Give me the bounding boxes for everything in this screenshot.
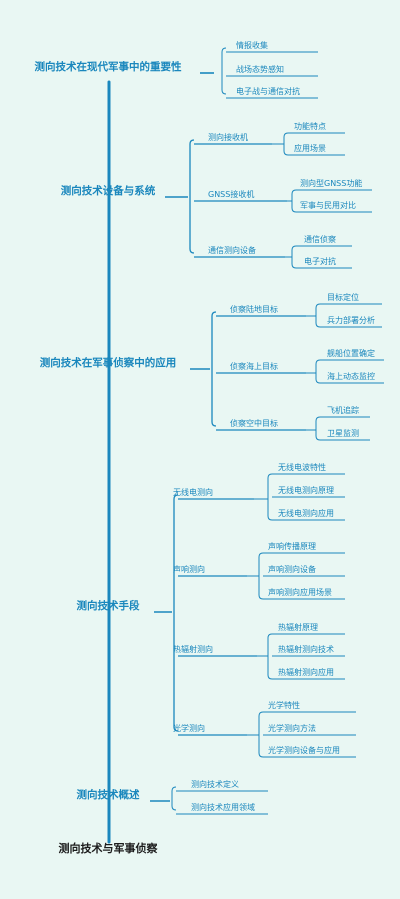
leaf-node: 军事与民用对比 <box>300 200 356 210</box>
leaf-node: 光学测向设备与应用 <box>268 745 340 755</box>
leaf-bracket-corner-top <box>315 303 321 309</box>
leaf-node: 热辐射原理 <box>278 622 318 632</box>
sub-topic: 侦察空中目标 <box>230 418 278 428</box>
leaf-node: 无线电测向应用 <box>278 508 334 518</box>
leaf-node: 无线电测向原理 <box>278 485 334 495</box>
sub-topic: 侦察陆地目标 <box>230 304 278 314</box>
sub-topic: 声响测向 <box>173 564 205 574</box>
main-topic-4: 测向技术手段 <box>77 599 140 612</box>
leaf-node: 声响测向设备 <box>268 564 316 574</box>
leaf-node: 应用场景 <box>294 143 326 153</box>
leaf-bracket-corner-bottom <box>315 435 321 441</box>
sub-bracket-3-corner-top <box>211 311 217 317</box>
sub-topic: 通信测向设备 <box>208 245 256 255</box>
sub-bracket-2-corner-bottom <box>189 248 195 254</box>
sub-topic: 光学测向 <box>173 723 205 733</box>
leaf-node: 测向型GNSS功能 <box>300 178 362 188</box>
leaf-bracket-corner-bottom <box>267 515 273 521</box>
main-topic-5: 测向技术概述 <box>77 788 140 801</box>
connector-lines <box>150 47 384 815</box>
leaf-node: 测向技术定义 <box>191 779 239 789</box>
leaf-bracket-corner-top <box>315 416 321 422</box>
main-topic-3: 测向技术在军事侦察中的应用 <box>40 356 177 369</box>
leaf-bracket-5-corner-bottom <box>171 805 177 811</box>
leaf-node: 声响传播原理 <box>268 541 316 551</box>
node-labels: 测向技术在现代军事中的重要性 情报收集战场态势感知电子战与通信对抗测向技术设备与系… <box>35 40 376 812</box>
leaf-bracket-corner-bottom <box>258 594 264 600</box>
leaf-bracket-5-corner-top <box>171 786 177 792</box>
main-topic-1: 测向技术在现代军事中的重要性 <box>35 60 182 73</box>
leaf-node: 海上动态监控 <box>327 371 375 381</box>
leaf-node: 目标定位 <box>327 292 359 302</box>
leaf-bracket-corner-top <box>258 552 264 558</box>
leaf-node: 测向技术应用领域 <box>191 802 255 812</box>
leaf-bracket-corner-top <box>267 633 273 639</box>
leaf-node: 热辐射测向技术 <box>278 644 334 654</box>
leaf-node: 舰船位置确定 <box>327 348 375 358</box>
leaf-node: 兵力部署分析 <box>327 315 375 325</box>
leaf-node: 光学测向方法 <box>268 723 316 733</box>
main-topic-2: 测向技术设备与系统 <box>61 184 156 197</box>
leaf-bracket-corner-bottom <box>315 322 321 328</box>
sub-topic: GNSS接收机 <box>208 189 254 199</box>
leaf-bracket-corner-top <box>267 473 273 479</box>
sub-bracket-3-corner-bottom <box>211 421 217 427</box>
leaf-node: 光学特性 <box>268 700 300 710</box>
leaf-bracket-corner-bottom <box>315 378 321 384</box>
leaf-node: 飞机追踪 <box>327 405 359 415</box>
sub-topic: 无线电测向 <box>173 487 213 497</box>
leaf-bracket-corner-bottom <box>258 752 264 758</box>
leaf-bracket-corner-bottom <box>283 150 289 156</box>
sub-bracket-2-corner-top <box>189 139 195 145</box>
leaf-bracket-1-corner-top <box>221 47 227 53</box>
root-topic: 测向技术与军事侦察 <box>59 841 159 855</box>
sub-topic: 热辐射测向 <box>173 644 213 654</box>
leaf-node: 战场态势感知 <box>236 64 284 74</box>
sub-bracket-4-corner-top <box>173 494 179 500</box>
leaf-bracket-corner-top <box>283 132 289 138</box>
leaf-node: 无线电波特性 <box>278 462 326 472</box>
leaf-node: 热辐射测向应用 <box>278 667 334 677</box>
leaf-node: 电子对抗 <box>304 256 336 266</box>
leaf-node: 声响测向应用场景 <box>268 587 332 597</box>
sub-topic: 测向接收机 <box>208 132 248 142</box>
leaf-bracket-corner-top <box>291 189 297 195</box>
leaf-bracket-corner-bottom <box>267 674 273 680</box>
leaf-bracket-1-corner-bottom <box>221 89 227 95</box>
leaf-node: 电子战与通信对抗 <box>236 86 300 96</box>
leaf-bracket-corner-top <box>315 359 321 365</box>
sub-bracket-4-corner-bottom <box>173 726 179 732</box>
leaf-node: 通信侦察 <box>304 234 336 244</box>
leaf-node: 功能特点 <box>294 121 326 131</box>
leaf-node: 情报收集 <box>236 40 268 50</box>
leaf-node: 卫星监测 <box>327 428 359 438</box>
leaf-bracket-corner-bottom <box>291 263 297 269</box>
leaf-bracket-corner-top <box>291 245 297 251</box>
sub-topic: 侦察海上目标 <box>230 361 278 371</box>
leaf-bracket-corner-top <box>258 711 264 717</box>
leaf-bracket-corner-bottom <box>291 207 297 213</box>
